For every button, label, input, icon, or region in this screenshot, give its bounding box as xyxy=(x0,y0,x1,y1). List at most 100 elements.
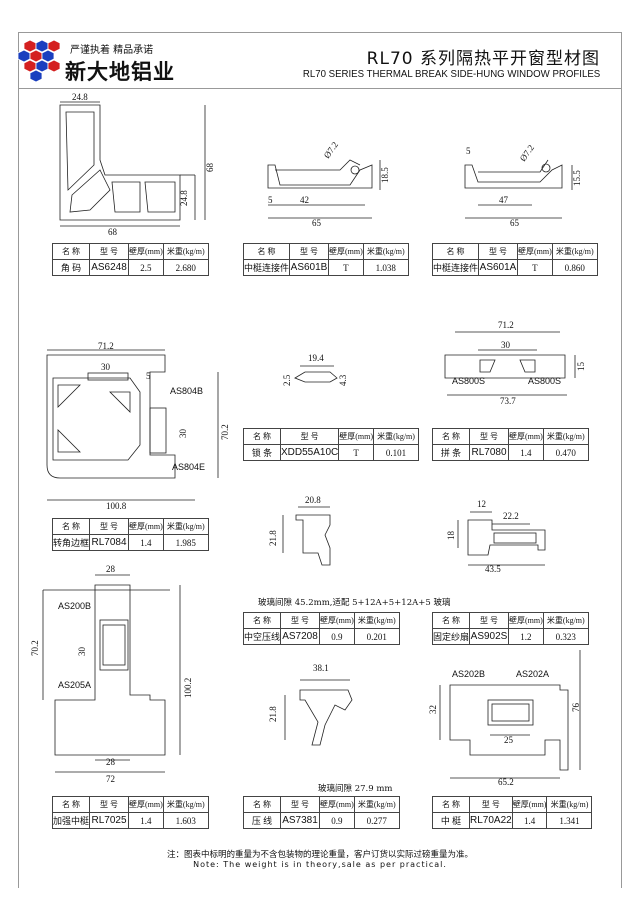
logo-cube xyxy=(35,39,49,53)
spec-header-row: 名 称型 号壁厚(mm)米重(kg/m) xyxy=(431,612,589,629)
spec-header-row: 名 称型 号壁厚(mm)米重(kg/m) xyxy=(243,428,420,445)
page-title: RL70 系列隔热平开窗型材图 xyxy=(366,49,600,69)
logo-cube xyxy=(23,39,37,53)
dim-label: 30 xyxy=(101,362,110,372)
spec-model: RL7080 xyxy=(469,444,509,461)
dim-label: 20.8 xyxy=(305,495,321,505)
dim-label: 71.2 xyxy=(98,341,114,351)
dim-label: 71.2 xyxy=(498,320,514,330)
dim-label: 28 xyxy=(106,564,115,574)
spec-thickness: 2.5 xyxy=(128,259,164,276)
dim-label: 65 xyxy=(312,218,321,228)
glass-gap-caption: 玻璃间隙 27.9 mm xyxy=(318,784,393,794)
spec-name: 固定纱扇 xyxy=(431,628,471,645)
spec-model: AS7208 xyxy=(280,628,321,645)
spec-model: RL7025 xyxy=(89,812,130,829)
spec-model: AS601A xyxy=(478,259,519,276)
dim-label: 19.4 xyxy=(308,353,324,363)
spec-header-row: 名 称型 号壁厚(mm)米重(kg/m) xyxy=(51,518,209,535)
spec-weight: 1.603 xyxy=(162,812,209,829)
dim-label: 72 xyxy=(106,774,115,784)
spec-thickness: T xyxy=(338,444,375,461)
drawing-xdd55a10c xyxy=(294,365,338,383)
dim-label: 5 xyxy=(268,195,273,205)
drawing-rl70a22 xyxy=(439,650,581,779)
logo-cube xyxy=(47,59,61,73)
dim-label: 5 xyxy=(466,146,471,156)
dim-label: 100.8 xyxy=(106,501,127,511)
spec-header-row: 名 称型 号壁厚(mm)米重(kg/m) xyxy=(432,428,589,445)
logo-cube xyxy=(29,69,43,83)
drawing-rl7025 xyxy=(42,574,181,773)
page-subtitle: RL70 SERIES THERMAL BREAK SIDE-HUNG WIND… xyxy=(302,68,600,80)
spec-model: AS6248 xyxy=(89,259,129,276)
slogan: 严谨执着 精品承诺 xyxy=(70,45,154,56)
dim-label: 47 xyxy=(499,195,508,205)
spec-name: 加强中梃 xyxy=(51,812,91,829)
part-label: AS804E xyxy=(172,462,206,472)
logo-cube xyxy=(23,59,37,73)
dim-label: 12 xyxy=(477,499,486,509)
spec-weight: 1.341 xyxy=(546,812,593,829)
spec-weight: 0.323 xyxy=(542,628,589,645)
logo-cube xyxy=(35,59,49,73)
dim-label: 65.2 xyxy=(498,777,514,787)
logo-cube xyxy=(17,49,31,63)
spec-name: 转角边框 xyxy=(51,534,91,551)
dim-label: 25 xyxy=(504,735,513,745)
dim-label: 22.2 xyxy=(503,511,519,521)
spec-thickness: T xyxy=(328,259,364,276)
drawing-as902s xyxy=(457,511,546,566)
drawing-as6248 xyxy=(59,101,206,227)
dim-label: 68 xyxy=(108,227,117,237)
footer-note-cn: 注：图表中标明的重量为不含包装物的理论重量，客户订货以实际过磅重量为准。 xyxy=(166,849,473,859)
spec-model: AS601B xyxy=(289,259,330,276)
spec-model: AS902S xyxy=(469,628,510,645)
dim-label: 38.1 xyxy=(313,663,329,673)
spec-thickness: 1.2 xyxy=(508,628,544,645)
spec-weight: 0.201 xyxy=(353,628,400,645)
dim-label: 24.8 xyxy=(72,92,88,102)
spec-name: 中梃连接件 xyxy=(242,259,291,276)
spec-weight: 0.101 xyxy=(373,444,420,461)
spec-header-row: 名 称型 号壁厚(mm)米重(kg/m) xyxy=(242,612,400,629)
part-label: AS202B xyxy=(452,669,486,679)
spec-model: XDD55A10C xyxy=(279,444,340,461)
spec-name: 中梃连接件 xyxy=(431,259,480,276)
part-label: AS202A xyxy=(516,669,550,679)
dim-label: 65 xyxy=(510,218,519,228)
dim-label: 42 xyxy=(300,195,309,205)
spec-model: RL7084 xyxy=(89,534,130,551)
page-frame xyxy=(18,32,622,888)
dim-label: 5 xyxy=(146,371,151,381)
part-label: AS200B xyxy=(58,601,92,611)
spec-weight: 1.038 xyxy=(362,259,409,276)
header-divider xyxy=(18,88,621,89)
drawing-rl7084 xyxy=(46,349,219,501)
dim-label: 43.5 xyxy=(485,564,501,574)
drawing-as601b xyxy=(267,159,381,219)
spec-model: AS7381 xyxy=(280,812,320,829)
dim-label: 28 xyxy=(106,757,115,767)
logo-cube xyxy=(41,49,55,63)
